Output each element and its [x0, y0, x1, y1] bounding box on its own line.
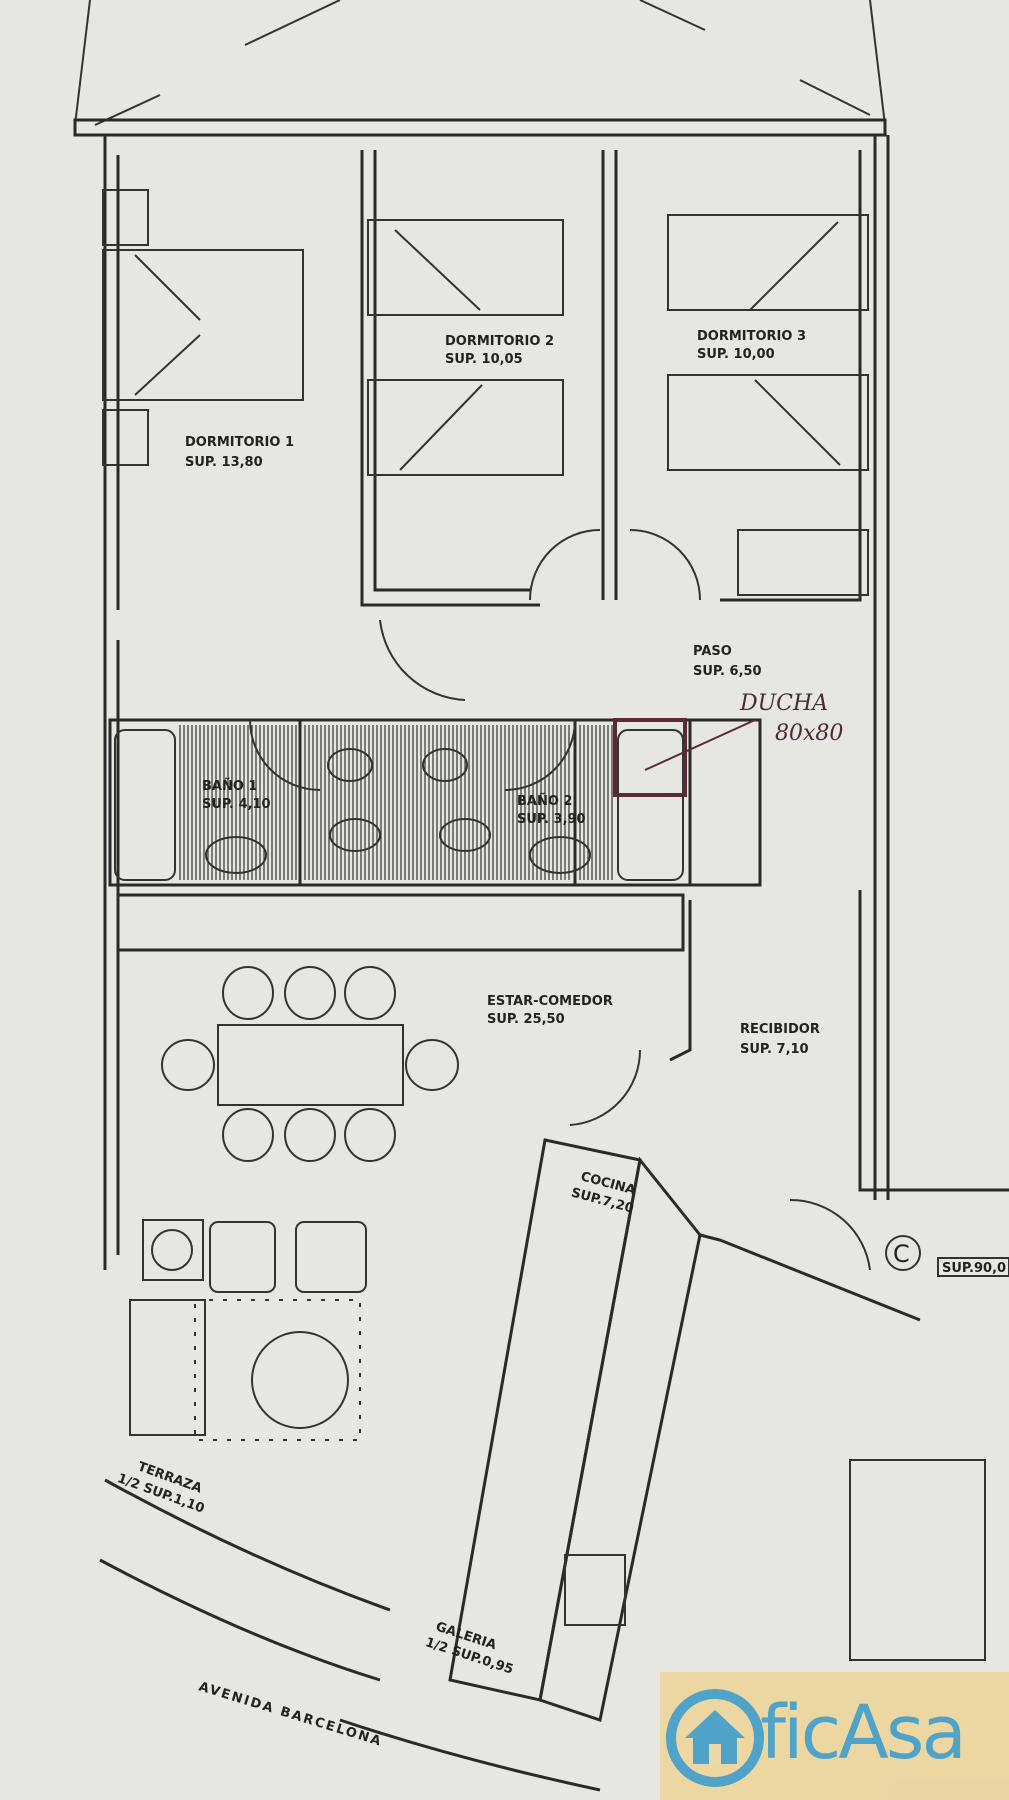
room-area: SUP. 7,10 — [740, 1042, 809, 1057]
street-name: AVENIDA BARCELONA — [197, 1679, 384, 1749]
house-logo-icon — [666, 1689, 764, 1787]
note-ducha: DUCHA — [739, 691, 828, 716]
bath-hatching — [179, 725, 613, 880]
room-area: SUP. 6,50 — [693, 664, 762, 679]
room-area: SUP. 13,80 — [185, 455, 263, 470]
room-name: DORMITORIO 2 — [445, 334, 554, 349]
room-area: SUP. 25,50 — [487, 1012, 565, 1027]
note-size: 80x80 — [775, 721, 843, 746]
room-name: DORMITORIO 1 — [185, 435, 294, 450]
walls — [73, 118, 1009, 1792]
room-area: SUP. 10,00 — [697, 347, 775, 362]
roof-outline — [74, 0, 886, 126]
furniture — [102, 189, 986, 1661]
room-name: BAÑO 1 — [202, 778, 257, 794]
room-area: SUP. 3,90 — [517, 812, 586, 827]
room-name: PASO — [693, 644, 732, 659]
room-area: SUP. 4,10 — [202, 797, 271, 812]
room-name: BAÑO 2 — [517, 793, 572, 809]
shower-mark — [613, 718, 687, 797]
room-name: RECIBIDOR — [740, 1022, 820, 1037]
watermark-logo-text: ficAsa — [760, 1690, 967, 1776]
unit-letter: C — [893, 1240, 910, 1268]
total-area: SUP.90,0 — [942, 1261, 1006, 1276]
room-area: SUP. 10,05 — [445, 352, 523, 367]
room-name: DORMITORIO 3 — [697, 329, 806, 344]
room-name: ESTAR-COMEDOR — [487, 994, 613, 1009]
